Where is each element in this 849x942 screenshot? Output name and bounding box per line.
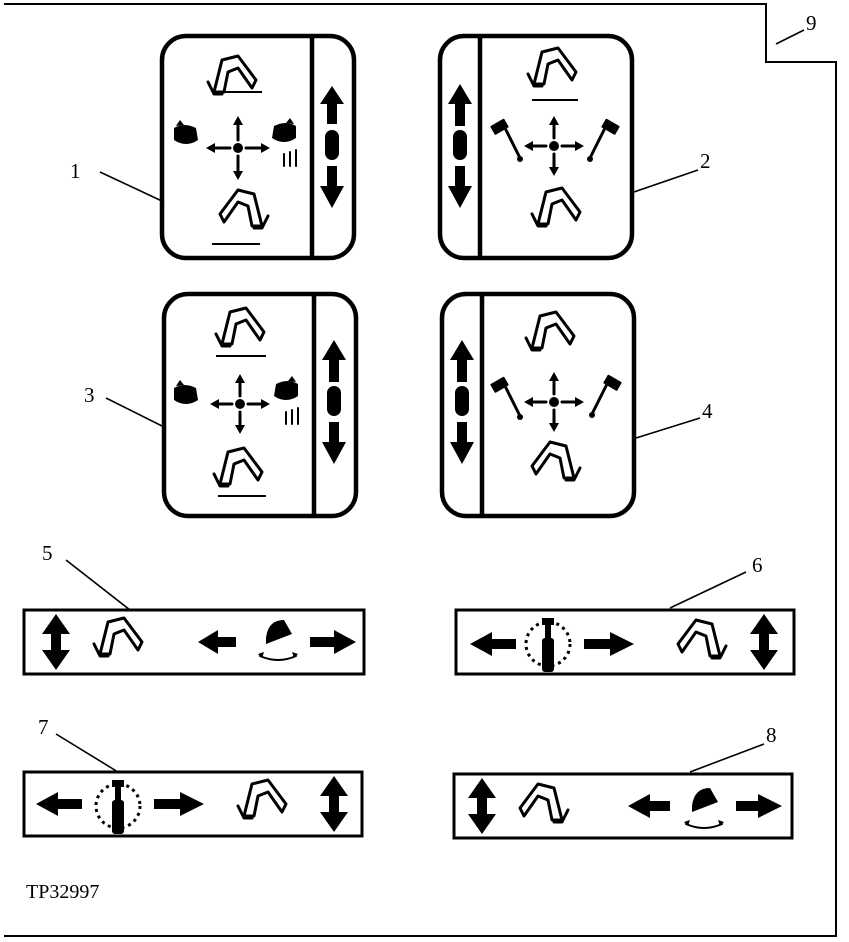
leader-4 <box>635 417 701 439</box>
swing-icon <box>684 788 724 829</box>
decal-8 <box>452 772 794 840</box>
direction-arrow-icon <box>320 86 344 208</box>
callout-2: 2 <box>700 149 711 173</box>
figure-id-label: TP32997 <box>26 881 99 903</box>
direction-arrow-icon <box>322 340 346 464</box>
decal-7 <box>22 770 364 838</box>
decal-6 <box>454 608 796 676</box>
decal-2 <box>437 33 635 261</box>
swing-icon <box>258 620 298 661</box>
callout-4: 4 <box>702 399 713 423</box>
callout-8: 8 <box>766 723 777 747</box>
leader-6 <box>669 571 747 609</box>
decal-1 <box>159 33 357 261</box>
leader-1 <box>99 171 165 203</box>
direction-arrow-icon <box>206 116 270 180</box>
leader-7 <box>55 733 119 773</box>
direction-arrow-icon <box>210 374 270 434</box>
leader-5 <box>65 559 131 611</box>
direction-arrow-icon <box>448 84 472 208</box>
leader-2 <box>633 169 699 193</box>
callout-1: 1 <box>70 159 81 183</box>
callout-3: 3 <box>84 383 95 407</box>
decal-5 <box>22 608 366 676</box>
callout-6: 6 <box>752 553 763 577</box>
direction-arrow-icon <box>42 614 70 670</box>
direction-arrow-icon <box>320 776 348 832</box>
direction-arrow-icon <box>468 778 496 834</box>
decal-4 <box>439 291 637 519</box>
callout-5: 5 <box>42 541 53 565</box>
direction-arrow-icon <box>450 340 474 464</box>
leader-9 <box>775 29 805 45</box>
callout-9: 9 <box>806 11 817 35</box>
leader-3 <box>105 397 167 429</box>
direction-arrow-icon <box>750 614 778 670</box>
decal-3 <box>161 291 359 519</box>
direction-arrow-icon <box>524 116 584 176</box>
sheet-border <box>4 3 837 937</box>
callout-7: 7 <box>38 715 49 739</box>
leader-8 <box>689 743 765 773</box>
direction-arrow-icon <box>524 372 584 432</box>
